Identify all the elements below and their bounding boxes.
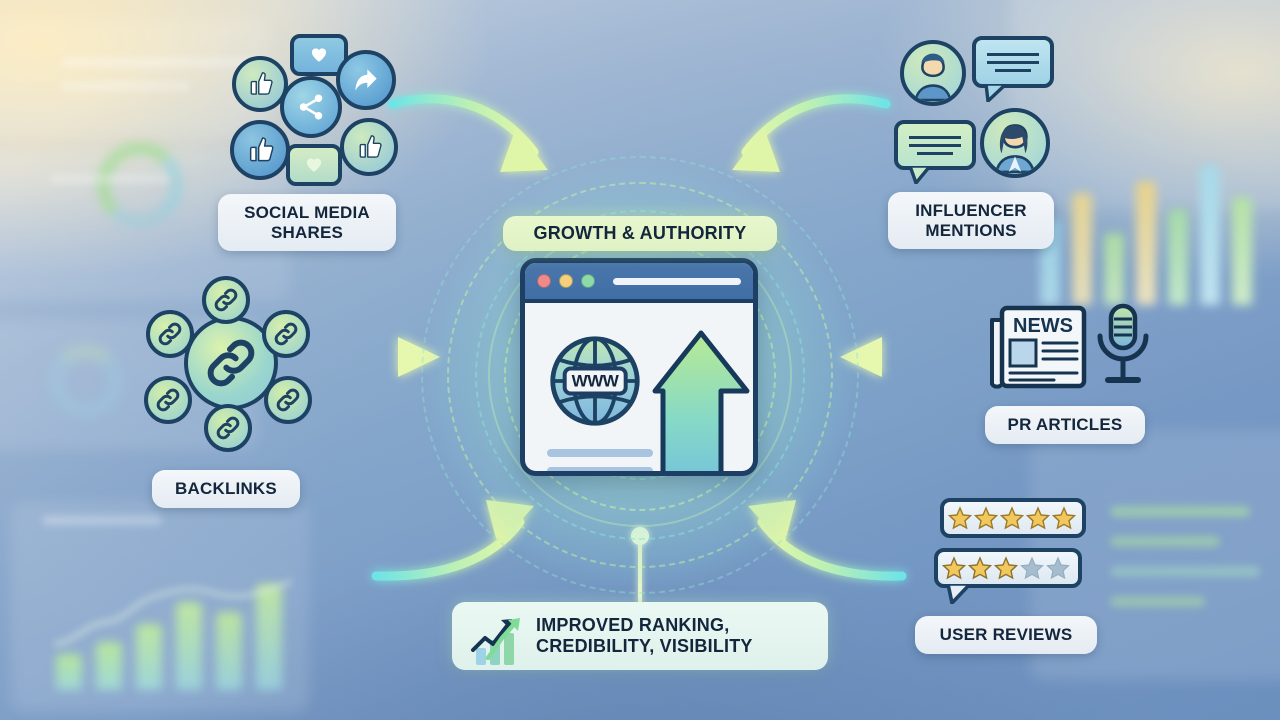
background-line: [1110, 566, 1260, 577]
thumbs-up-icon: [340, 118, 398, 176]
url-bar[interactable]: [613, 277, 741, 285]
heart-bubble-icon: [286, 144, 342, 186]
label-line-2: SHARES: [270, 222, 344, 242]
thumbs-up-icon: [230, 120, 290, 180]
background-line: [60, 82, 190, 90]
five-stars: [947, 506, 1077, 530]
content-line: [547, 449, 653, 457]
star-rating-bubble-icon: [934, 548, 1082, 588]
chain-link-icon: [202, 276, 250, 324]
label-line-2: CREDIBILITY, VISIBILITY: [536, 635, 753, 656]
label-line-2: MENTIONS: [925, 220, 1017, 240]
up-arrow-icon: [652, 330, 750, 471]
chain-link-icon: [262, 310, 310, 358]
background-bar-chart: [50, 580, 290, 690]
background-bar-chart-right: [1040, 160, 1280, 305]
cluster-pr-articles: NEWS: [986, 298, 1154, 394]
person-avatar-female-icon: [980, 108, 1050, 178]
cluster-influencer: [894, 36, 1054, 184]
chain-link-icon: [264, 376, 312, 424]
label-pr-articles: PR ARTICLES: [985, 406, 1145, 444]
microphone-icon: [1097, 303, 1149, 383]
background-sparkline: [54, 580, 292, 646]
share-arrow-icon: [336, 50, 396, 110]
background-line: [42, 516, 162, 525]
chain-link-icon: [146, 310, 194, 358]
content-line: [547, 467, 653, 471]
label-influencer-mentions: INFLUENCER MENTIONS: [888, 192, 1054, 250]
label-line-1: INFLUENCER: [915, 201, 1027, 220]
speech-bubble-tail-icon: [946, 584, 972, 604]
chain-link-icon: [144, 376, 192, 424]
label-line-1: IMPROVED RANKING,: [536, 615, 730, 635]
growth-chart-icon: [471, 618, 520, 665]
red-dot-icon: [537, 274, 551, 288]
background-line: [1110, 596, 1205, 607]
person-avatar-icon: [900, 40, 966, 106]
background-line: [50, 175, 170, 183]
chain-link-icon: [204, 404, 252, 452]
label-social-media-shares: SOCIAL MEDIA SHARES: [218, 194, 396, 252]
label-line-1: SOCIAL MEDIA: [244, 203, 370, 222]
share-icon: [280, 76, 342, 138]
browser-title-bar: [525, 263, 753, 303]
orbit-ring-6: [421, 156, 859, 594]
background-line: [1110, 506, 1250, 517]
background-line: [1110, 536, 1220, 547]
speech-bubble-icon: [972, 36, 1054, 88]
thumbs-up-icon: [232, 56, 288, 112]
newspaper-headline: NEWS: [1013, 315, 1073, 337]
www-label: WWW: [562, 366, 628, 396]
cluster-backlinks: [134, 276, 326, 452]
speech-bubble-tail-icon: [908, 166, 932, 184]
star-rating-icon: [940, 498, 1086, 538]
speech-bubble-tail-icon: [984, 84, 1008, 102]
green-dot-icon: [581, 274, 595, 288]
background-card-top-left: [0, 18, 270, 138]
label-improved-outcomes: IMPROVED RANKING, CREDIBILITY, VISIBILIT…: [452, 602, 828, 670]
label-user-reviews: USER REVIEWS: [915, 616, 1097, 654]
newspaper-icon: NEWS: [990, 305, 1087, 389]
center-label-growth-authority: GROWTH & AUTHORITY: [503, 216, 777, 251]
label-backlinks: BACKLINKS: [152, 470, 300, 508]
browser-content: WWW: [525, 303, 753, 471]
background-card-top-right: [1010, 0, 1280, 210]
background-line: [60, 58, 260, 67]
cluster-user-reviews: [934, 498, 1090, 604]
yellow-dot-icon: [559, 274, 573, 288]
cluster-social-media: [224, 34, 404, 186]
browser-window: WWW: [520, 258, 758, 476]
three-of-five-stars: [941, 556, 1070, 580]
speech-bubble-icon: [894, 120, 976, 170]
